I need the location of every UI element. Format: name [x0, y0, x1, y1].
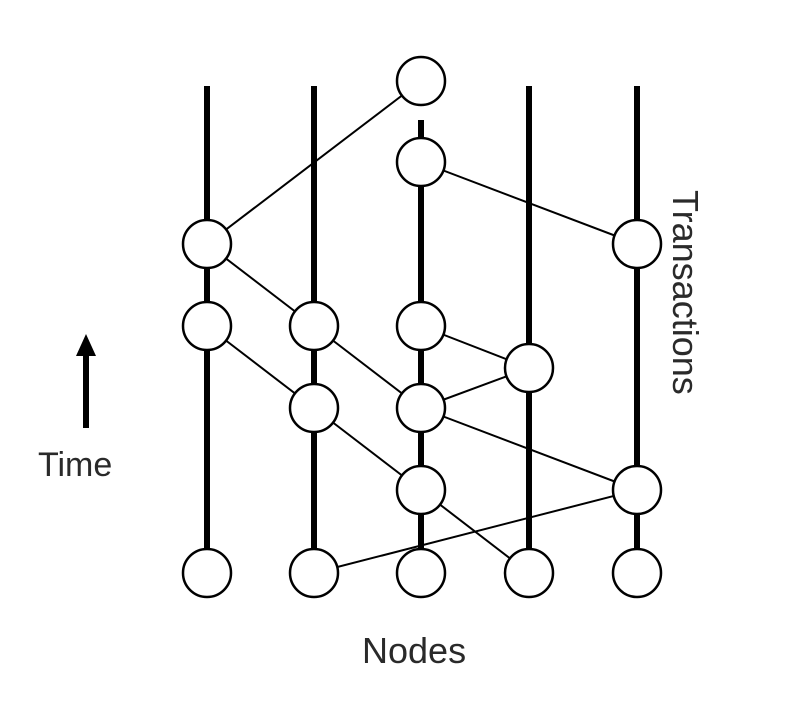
event-node — [395, 300, 447, 352]
event-node — [503, 547, 555, 599]
event-node — [611, 464, 663, 516]
event-node — [181, 218, 233, 270]
event-nodes — [181, 55, 663, 599]
time-axis-label: Time — [38, 446, 113, 484]
event-node — [181, 547, 233, 599]
event-node — [288, 382, 340, 434]
event-node — [611, 218, 663, 270]
transactions-label: Transactions — [665, 190, 706, 395]
event-node — [395, 547, 447, 599]
event-node — [611, 547, 663, 599]
event-node — [395, 382, 447, 434]
nodes-axis-label: Nodes — [362, 630, 467, 671]
event-node — [288, 300, 340, 352]
event-node — [288, 547, 340, 599]
time-arrow-head — [76, 334, 96, 356]
gossip-edge — [420, 161, 638, 245]
event-node — [395, 136, 447, 188]
event-node — [503, 342, 555, 394]
time-arrow — [76, 334, 96, 428]
event-node — [395, 55, 447, 107]
gossip-edge — [420, 407, 638, 491]
gossip-edge — [206, 80, 422, 245]
event-node — [395, 464, 447, 516]
event-node — [181, 300, 233, 352]
